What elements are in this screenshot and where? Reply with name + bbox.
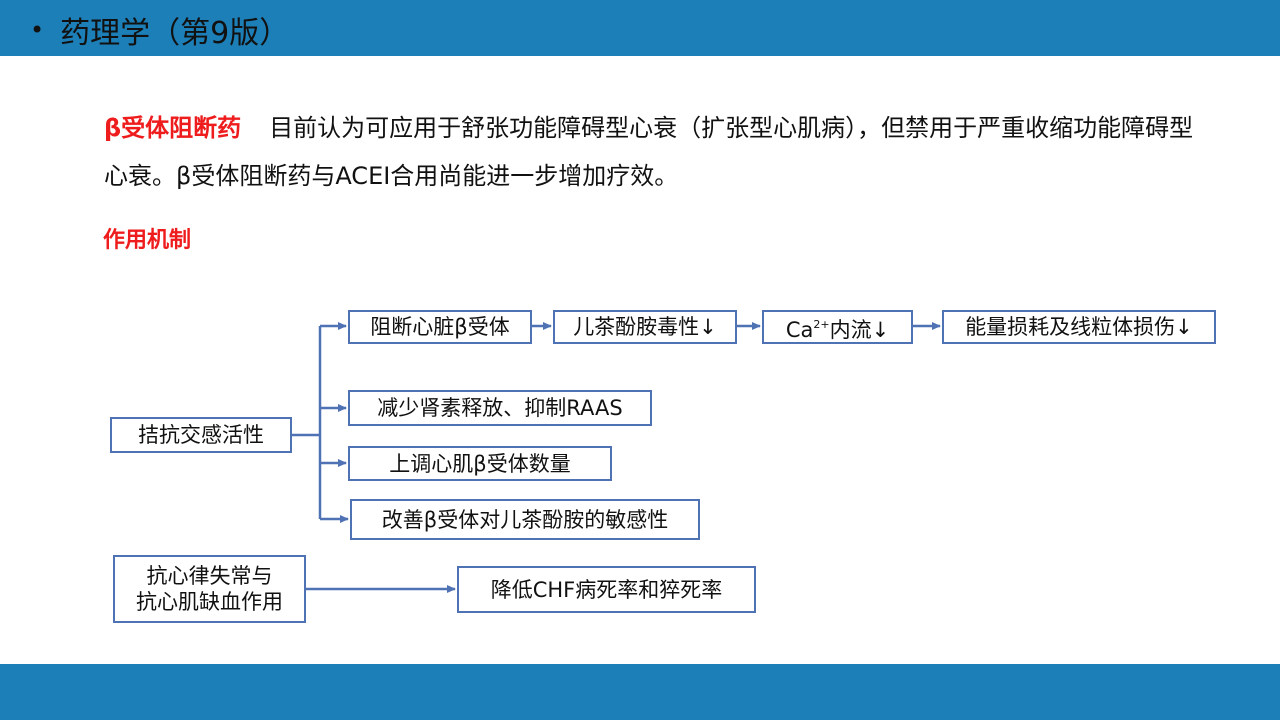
box-source: 拮抗交感活性 (110, 417, 292, 453)
box-b8-line1: 抗心律失常与 (146, 564, 273, 588)
intro-paragraph: β受体阻断药目前认为可应用于舒张功能障碍型心衰（扩张型心肌病），但禁用于严重收缩… (104, 104, 1194, 200)
box-b3: Ca2+内流↓ (762, 310, 913, 344)
box-b8-line2: 抗心肌缺血作用 (136, 590, 283, 614)
box-b8: 抗心律失常与 抗心肌缺血作用 (113, 555, 306, 623)
box-b7-label: 改善β受体对儿茶酚胺的敏感性 (381, 507, 669, 532)
slide-title-text: 药理学（第9版） (60, 16, 290, 51)
box-b3-base: Ca (785, 317, 814, 342)
box-b5-label: 减少肾素释放、抑制RAAS (377, 396, 623, 420)
box-b6-label: 上调心肌β受体数量 (389, 451, 571, 476)
box-b4: 能量损耗及线粒体损伤↓ (942, 310, 1216, 344)
box-b2-label: 儿茶酚胺毒性↓ (573, 315, 717, 339)
box-b1-label: 阻断心脏β受体 (370, 315, 510, 339)
footer-bar (0, 664, 1280, 720)
slide-title: • 药理学（第9版） (30, 8, 289, 52)
intro-text: 目前认为可应用于舒张功能障碍型心衰（扩张型心肌病），但禁用于严重收缩功能障碍型心… (104, 114, 1194, 190)
bullet-icon: • (30, 16, 45, 44)
section-title: 作用机制 (103, 228, 192, 253)
box-b6: 上调心肌β受体数量 (348, 446, 612, 481)
box-b9: 降低CHF病死率和猝死率 (457, 566, 756, 613)
box-b1: 阻断心脏β受体 (348, 310, 532, 344)
header-bar (0, 0, 1280, 56)
box-b7: 改善β受体对儿茶酚胺的敏感性 (350, 499, 700, 540)
box-source-label: 拮抗交感活性 (138, 423, 264, 447)
box-b4-label: 能量损耗及线粒体损伤↓ (965, 315, 1193, 339)
box-b9-label: 降低CHF病死率和猝死率 (490, 577, 723, 602)
box-b3-rest: 内流↓ (829, 317, 890, 342)
box-b3-sup: 2+ (813, 317, 830, 331)
box-b5: 减少肾素释放、抑制RAAS (348, 390, 652, 426)
box-b3-label: Ca2+内流↓ (786, 312, 889, 343)
intro-term: β受体阻断药 (104, 114, 242, 142)
box-b2: 儿茶酚胺毒性↓ (553, 310, 737, 344)
